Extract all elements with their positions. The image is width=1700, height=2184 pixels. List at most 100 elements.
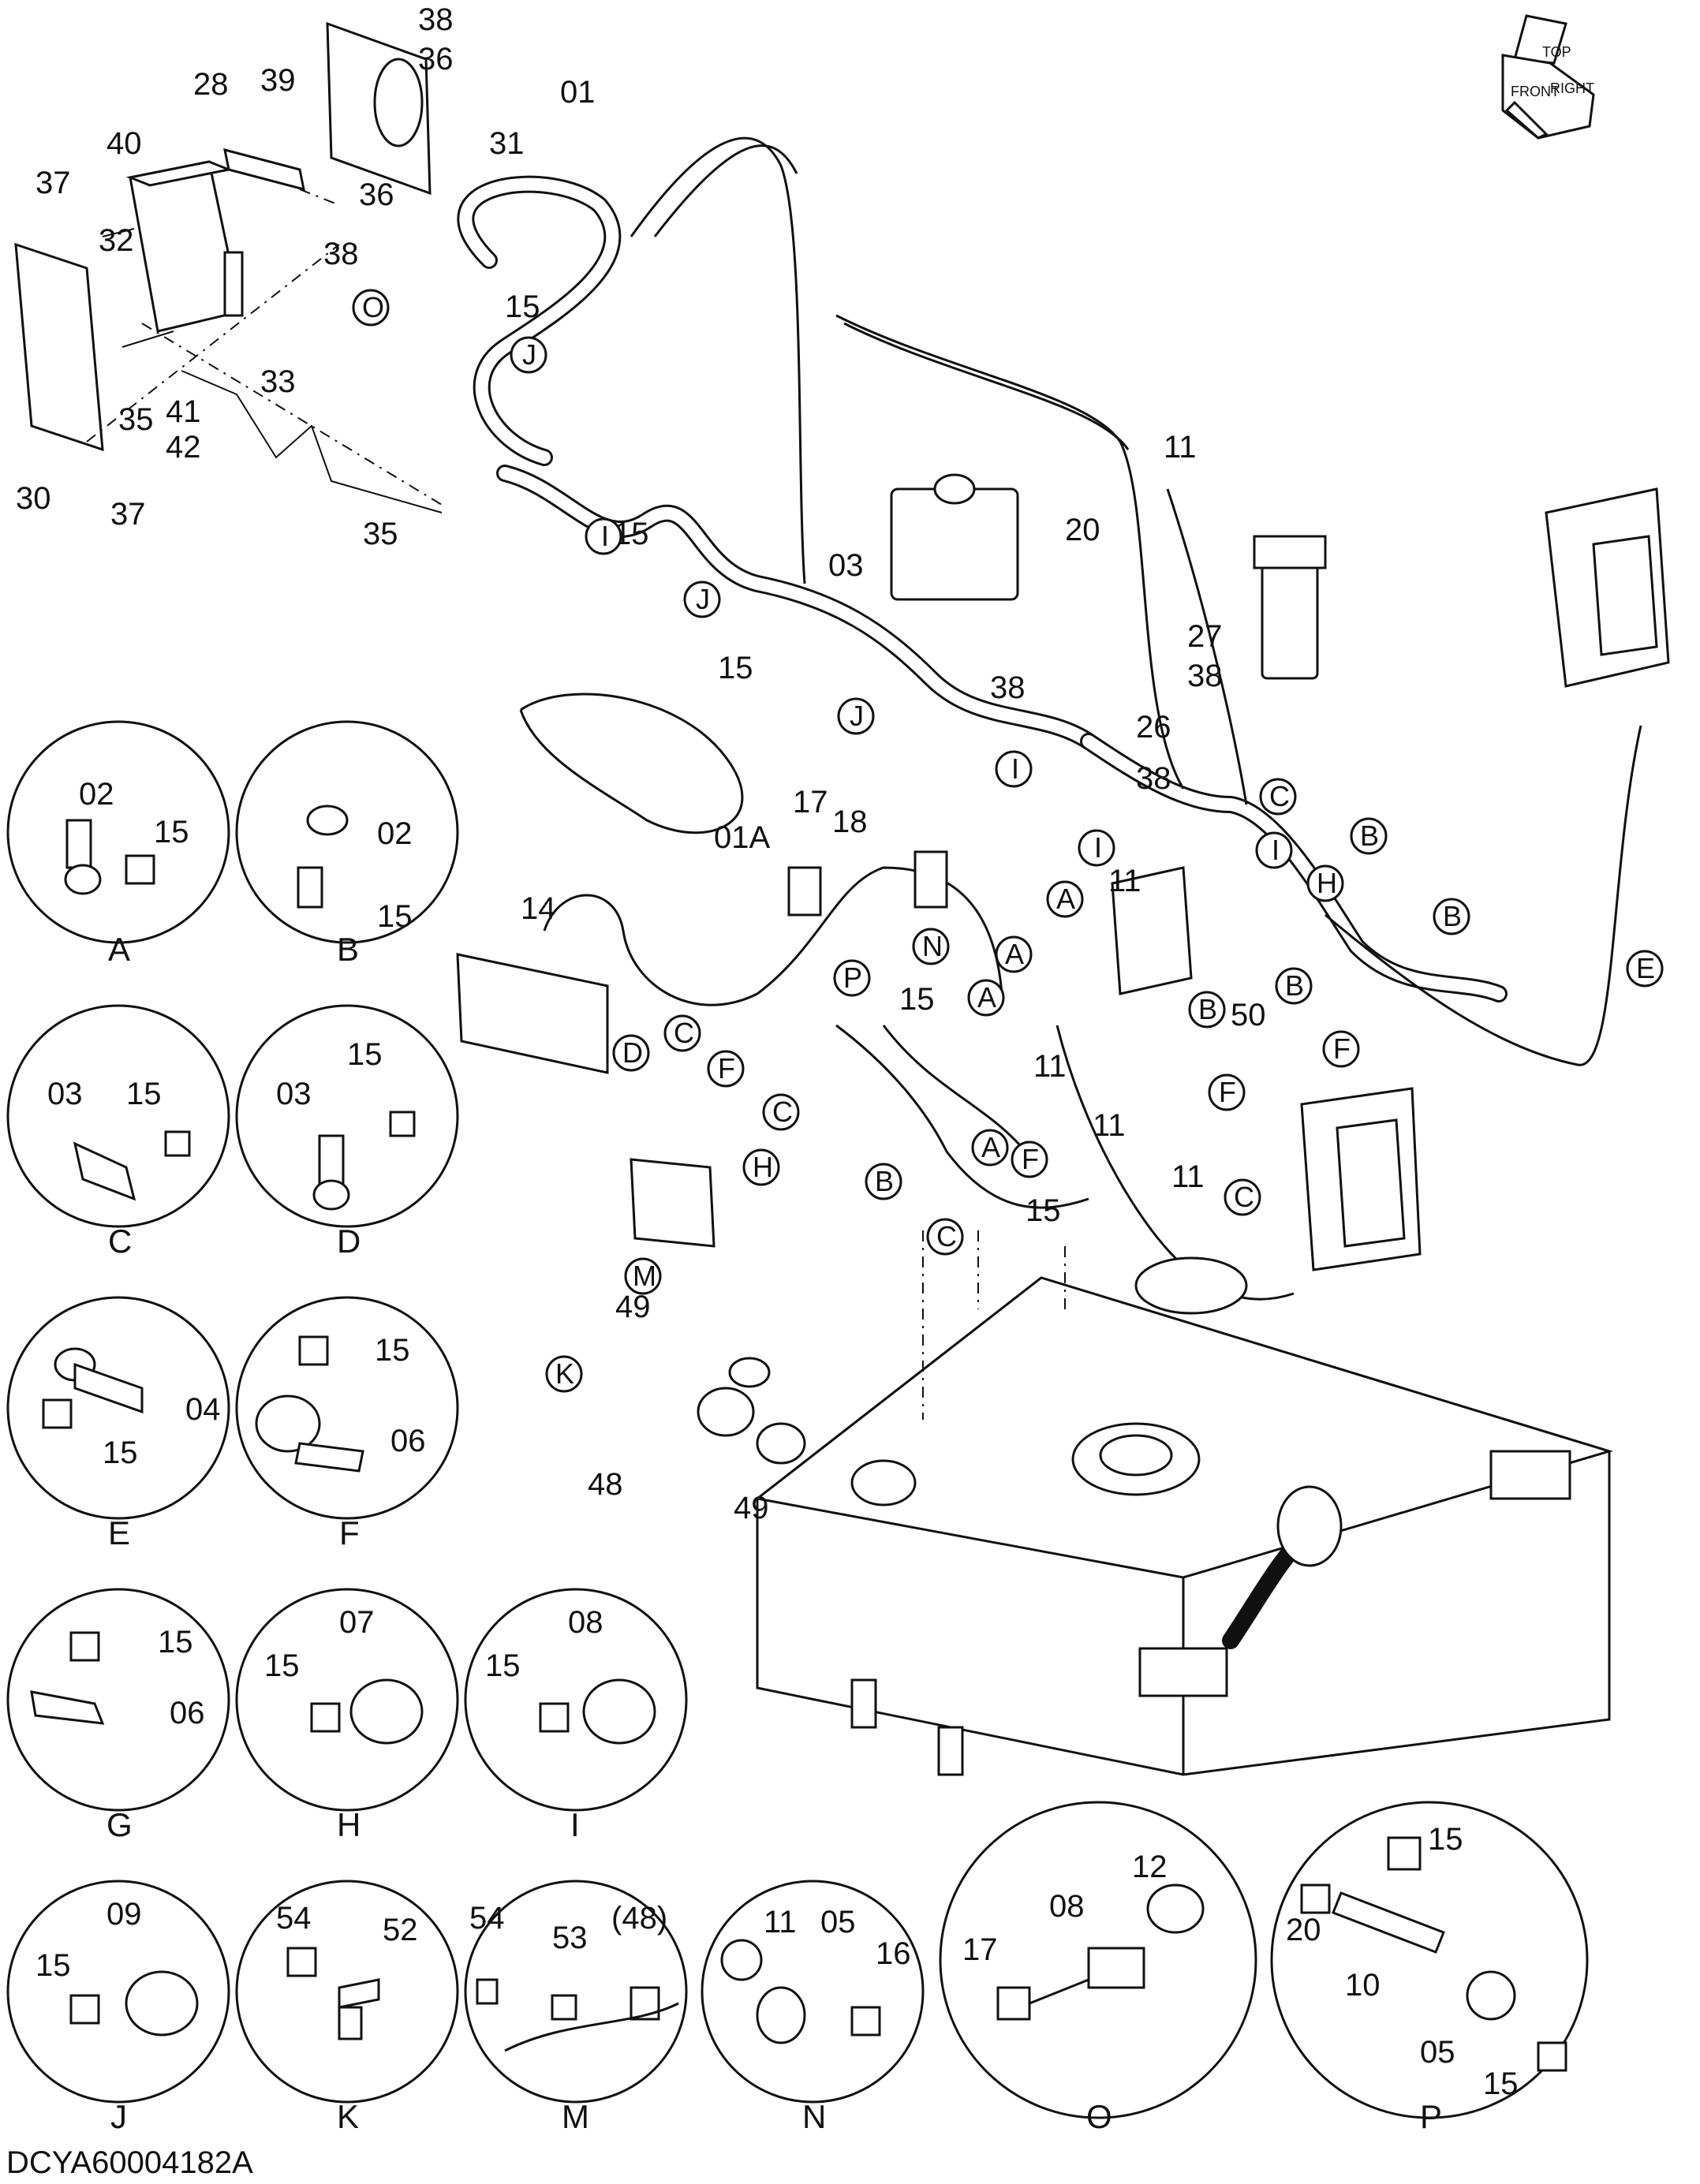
callout-k: K [545,1355,583,1393]
detail-part-label: (48) [611,1901,667,1936]
detail-view-b: 02 15 B [235,720,459,968]
svg-text:J: J [696,583,710,615]
callout-m: M [624,1257,662,1295]
svg-text:A: A [981,1131,1000,1163]
callout-i: I [585,517,622,555]
detail-part-label: 15 [35,1948,71,1983]
detail-part-label: 54 [276,1901,312,1936]
callout-i: I [995,750,1033,788]
detail-part-label: 15 [377,899,413,934]
detail-letter: P [1420,2098,1442,2135]
part-label: 38 [418,2,454,37]
detail-letter: B [337,931,359,968]
callout-h: H [1306,864,1344,902]
detail-part-label: 17 [962,1932,998,1967]
part-label: 33 [260,364,296,399]
detail-part-label: 09 [106,1897,142,1932]
part-label: 48 [588,1467,623,1502]
orientation-top-label: TOP [1542,44,1571,60]
part-label: 11 [1033,1049,1067,1084]
part-label: 17 [793,785,828,819]
svg-text:M: M [633,1260,656,1292]
detail-part-label: 04 [185,1392,221,1427]
part-label: 11 [1093,1108,1126,1143]
part-label: 11 [1108,864,1141,898]
part-label: 15 [718,651,753,685]
part-label: 20 [1065,513,1100,547]
detail-part-label: 12 [1132,1850,1168,1884]
detail-view-d: 03 15 D [235,1004,459,1260]
part-label: 39 [260,63,296,98]
part-label: 42 [166,430,201,465]
callout-a: A [971,1129,1009,1167]
detail-part-label: 02 [377,816,413,851]
svg-text:C: C [772,1096,793,1128]
part-label: 15 [899,982,935,1017]
callout-b: B [1275,967,1313,1005]
part-label: 03 [828,548,864,583]
callout-a: A [1046,880,1084,918]
detail-view-g: 15 06 G [6,1588,230,1843]
detail-part-label: 05 [820,1905,856,1939]
detail-letter: A [108,931,130,968]
detail-view-f: 15 06 F [235,1296,459,1551]
detail-letter: I [570,1806,580,1843]
detail-part-label: 06 [390,1424,426,1458]
callout-b: B [1188,991,1226,1029]
callouts: O J I J J I C I I B H B E A A N P A B B … [352,289,1664,1393]
part-label: 11 [1164,430,1197,465]
part-label: 41 [166,394,201,429]
detail-view-c: 03 15 C [6,1004,230,1260]
svg-text:K: K [555,1357,574,1390]
detail-letter: F [339,1514,360,1551]
detail-view-p: 15 20 10 05 15 P [1270,1801,1589,2135]
svg-text:B: B [1360,819,1379,852]
detail-view-j: 09 15 J [6,1880,230,2135]
detail-part-label: 11 [764,1905,797,1939]
svg-text:J: J [850,700,864,732]
svg-text:F: F [1022,1143,1039,1175]
svg-text:H: H [1317,867,1337,899]
detail-view-a: 02 15 A [6,720,230,968]
svg-text:I: I [601,520,609,552]
callout-a: A [967,979,1005,1017]
part-label: 26 [1136,710,1171,745]
callout-f: F [1011,1141,1048,1178]
detail-letter: E [108,1514,130,1551]
detail-part-label: 15 [154,815,189,849]
detail-part-label: 15 [103,1435,138,1470]
callout-d: D [612,1034,650,1072]
part-label: 15 [1026,1193,1061,1228]
svg-text:H: H [753,1151,773,1183]
detail-part-label: 15 [375,1333,410,1368]
callout-f: F [1208,1073,1246,1111]
callout-c: C [663,1014,701,1052]
callout-b: B [1350,817,1388,855]
controller-assembly [14,21,443,513]
part-label: 37 [35,166,71,200]
detail-part-label: 05 [1420,2035,1455,2070]
detail-part-label: 15 [264,1648,300,1683]
detail-part-label: 54 [469,1901,505,1936]
detail-view-h: 07 15 H [235,1588,459,1843]
callout-c: C [1259,778,1297,816]
part-label: 36 [418,42,454,77]
callout-c: C [926,1218,964,1256]
part-label: 28 [193,67,229,102]
part-label: 40 [106,126,142,161]
callout-f: F [707,1050,745,1088]
detail-view-m: 54 53 (48) M [464,1880,688,2135]
svg-text:O: O [362,291,384,323]
part-label: 32 [99,223,134,258]
svg-text:I: I [1094,831,1102,864]
svg-text:F: F [1333,1032,1351,1065]
detail-part-label: 53 [552,1921,588,1955]
part-label: 49 [615,1290,651,1324]
callout-j: J [510,336,547,374]
detail-part-label: 03 [47,1077,83,1111]
detail-letter: K [337,2098,359,2135]
svg-text:I: I [1272,834,1280,866]
svg-text:C: C [1234,1181,1254,1213]
detail-letter: J [110,2098,127,2135]
orientation-right-label: RIGHT [1550,80,1594,96]
